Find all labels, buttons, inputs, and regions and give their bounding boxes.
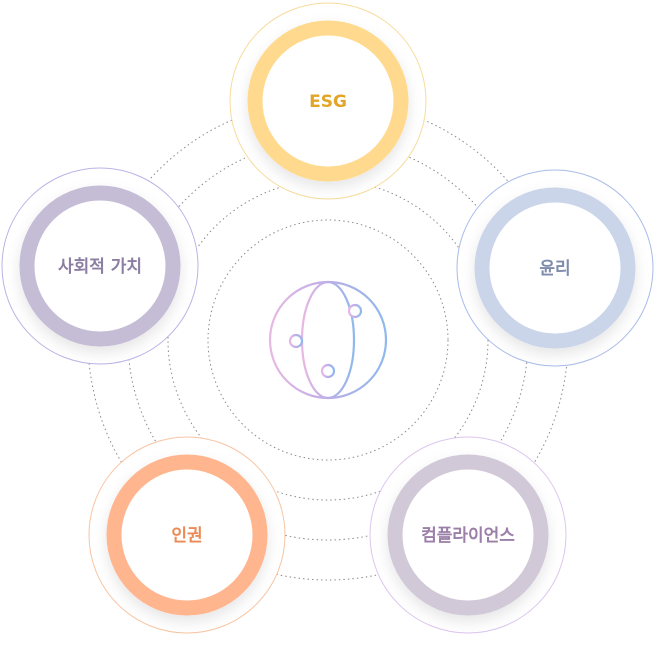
node-ethics[interactable]: 윤리 — [456, 169, 654, 367]
node-ethics-label: 윤리 — [539, 259, 570, 279]
node-compliance-label: 컴플라이언스 — [421, 525, 515, 546]
node-esg[interactable]: ESG — [229, 2, 427, 200]
node-social-value-label: 사회적 가치 — [58, 257, 142, 277]
node-esg-label: ESG — [309, 92, 347, 112]
node-compliance[interactable]: 컴플라이언스 — [369, 436, 567, 634]
node-human-rights-label: 인권 — [171, 526, 202, 546]
node-human-rights[interactable]: 인권 — [88, 436, 286, 634]
globe-icon — [268, 280, 388, 400]
node-social-value[interactable]: 사회적 가치 — [1, 167, 199, 365]
orbit-ring-inner — [207, 219, 449, 461]
